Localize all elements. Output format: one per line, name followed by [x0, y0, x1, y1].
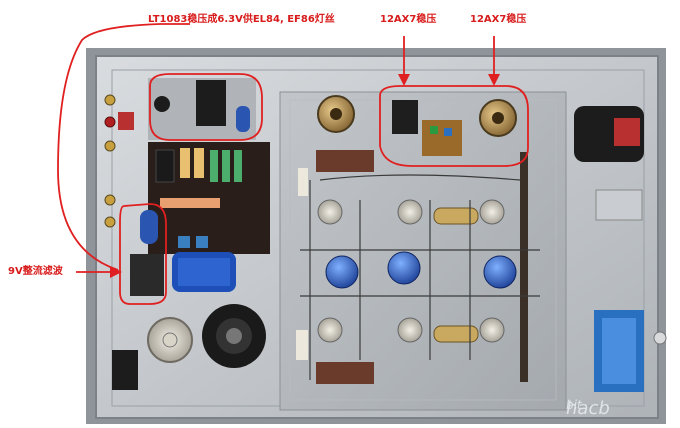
- watermark-brand: hacb: [566, 398, 610, 419]
- psu-board: [148, 142, 270, 254]
- watermark-suffix: bit: [566, 398, 582, 412]
- 12ax7-left-annotation: 12AX7稳压: [380, 14, 437, 25]
- 12ax7-right-annotation: 12AX7稳压: [470, 14, 527, 25]
- 12ax7-regulator-circle: [379, 85, 529, 167]
- lt1083-regulator: [148, 78, 256, 140]
- 9v-filter-annotation: 9V整流滤波: [8, 266, 63, 277]
- lt1083-circle: [149, 73, 263, 141]
- wiring: [300, 174, 540, 380]
- coupling-caps: [325, 207, 517, 343]
- arrow-heads: [110, 74, 500, 278]
- lead-line-left: [57, 23, 190, 271]
- tube-sockets-left: [112, 304, 266, 390]
- lt1083-annotation: LT1083稳压成6.3V供EL84, EF86灯丝: [148, 14, 335, 25]
- input-jacks: [104, 94, 134, 228]
- small-tube-sockets: [317, 199, 505, 343]
- potentiometers: [317, 95, 517, 156]
- 9v-filter: [130, 210, 236, 296]
- 9v-filter-circle: [119, 203, 167, 305]
- tag-boards: [296, 150, 528, 384]
- right-components: [574, 106, 667, 392]
